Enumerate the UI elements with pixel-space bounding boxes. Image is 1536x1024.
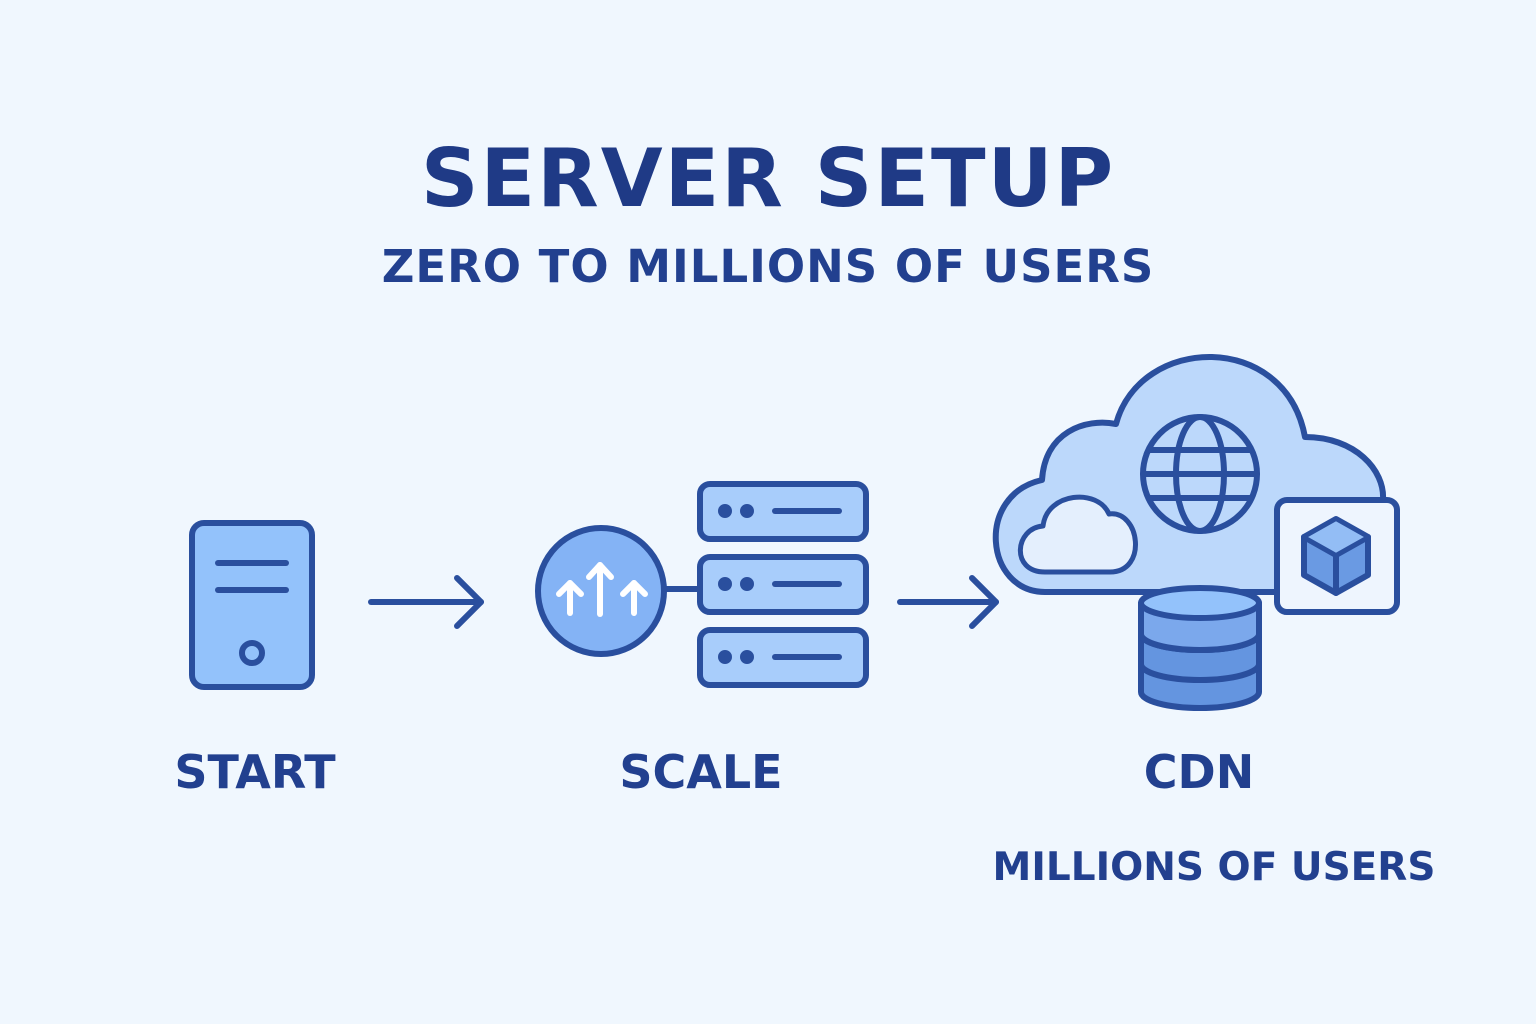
stage-label-scale: SCALE — [619, 745, 783, 799]
cloud-icon — [992, 354, 1400, 711]
server-unit — [697, 481, 869, 542]
small-cloud-icon — [1017, 494, 1138, 575]
load-balancer-icon — [535, 525, 703, 657]
database-icon — [1138, 585, 1262, 711]
page-subtitle: ZERO TO MILLIONS OF USERS — [381, 240, 1155, 293]
server-unit — [697, 627, 869, 688]
arrow-right-icon — [897, 575, 999, 629]
server-tower-icon — [189, 520, 315, 690]
server-rack-icon — [697, 481, 869, 688]
globe-icon — [1140, 414, 1260, 534]
server-unit — [697, 554, 869, 615]
arrow-right-icon — [368, 575, 484, 629]
stage-label-cdn: CDN — [1143, 745, 1255, 799]
cdn-caption: MILLIONS OF USERS — [992, 845, 1436, 890]
stage-label-start: START — [174, 745, 336, 799]
package-box-icon — [1274, 497, 1400, 615]
page-title: SERVER SETUP — [420, 132, 1116, 225]
